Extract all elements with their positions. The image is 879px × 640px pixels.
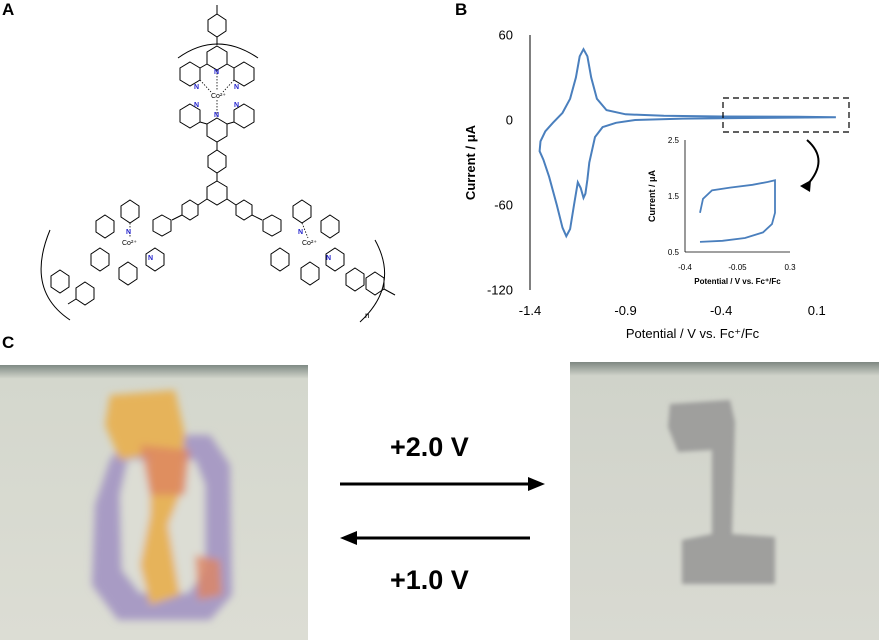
inset-y-axis-label: Current / μA (647, 169, 657, 222)
x-tick-label: -0.4 (710, 303, 732, 318)
photo-after-oxidation (570, 362, 879, 640)
cv-curve (538, 47, 836, 239)
inset-x-tick-label: 0.3 (784, 263, 796, 272)
panel-label-a: A (2, 0, 15, 19)
zoom-arrowhead (800, 180, 811, 192)
metallo-polymer-structure: Co²⁺ Co²⁺ Co²⁺ N N N N N N N N N N n (40, 5, 396, 323)
y-tick-label: -60 (494, 198, 513, 213)
co-label-top: Co²⁺ (211, 93, 226, 100)
right-bracket (359, 239, 386, 323)
digit-one-yellow (105, 390, 185, 605)
coordination-bonds (129, 70, 309, 239)
inset-cv-curve (699, 179, 776, 243)
svg-text:N: N (298, 229, 303, 236)
reverse-arrowhead (340, 531, 357, 545)
oxidation-voltage-label: +2.0 V (390, 432, 469, 462)
svg-text:N: N (214, 69, 219, 76)
x-tick-label: -0.9 (614, 303, 636, 318)
cobalt-labels: Co²⁺ Co²⁺ Co²⁺ (122, 93, 317, 247)
svg-text:N: N (148, 255, 153, 262)
forward-arrowhead (528, 477, 545, 491)
co-label-left: Co²⁺ (122, 240, 137, 247)
cv-inset-plot: 2.5 1.5 0.5 -0.4 -0.05 0.3 Current / μA Pote… (647, 136, 796, 286)
panel-label-c: C (2, 333, 15, 352)
x-axis-label: Potential / V vs. Fc⁺/Fc (626, 326, 760, 341)
inset-x-tick-label: -0.05 (728, 263, 747, 272)
reaction-arrows (340, 477, 545, 545)
co-label-right: Co²⁺ (302, 240, 317, 247)
svg-text:N: N (194, 102, 199, 109)
reduction-voltage-label: +1.0 V (390, 565, 469, 595)
svg-text:N: N (234, 102, 239, 109)
y-tick-label: -120 (487, 283, 513, 298)
inset-y-tick-label: 1.5 (668, 192, 680, 201)
digit-overlap-red (140, 445, 190, 495)
nitrogen-labels: N N N N N N N N N N (126, 69, 331, 262)
inset-x-tick-label: -0.4 (678, 263, 692, 272)
inset-y-tick-label: 2.5 (668, 136, 680, 145)
y-tick-label: 0 (506, 113, 513, 128)
svg-text:N: N (214, 112, 219, 119)
inset-x-axis-label: Potential / V vs. Fc⁺/Fc (694, 277, 781, 286)
repeat-unit-label: n (365, 311, 369, 320)
x-tick-label: -1.4 (519, 303, 541, 318)
svg-text:N: N (126, 229, 131, 236)
panel-label-b: B (455, 0, 468, 19)
x-tick-label: 0.1 (808, 303, 826, 318)
photo-before-oxidation (0, 365, 308, 640)
y-tick-label: 60 (499, 28, 513, 43)
digit-one-grey (668, 400, 775, 584)
zoom-arrow (806, 139, 820, 186)
zoom-region-box (722, 97, 850, 133)
inset-y-tick-label: 0.5 (668, 248, 680, 257)
structure-bonds (40, 5, 396, 323)
svg-text:N: N (234, 84, 239, 91)
y-axis-label: Current / μA (463, 124, 478, 200)
svg-text:N: N (326, 255, 331, 262)
left-bracket (40, 229, 71, 321)
svg-text:N: N (194, 84, 199, 91)
